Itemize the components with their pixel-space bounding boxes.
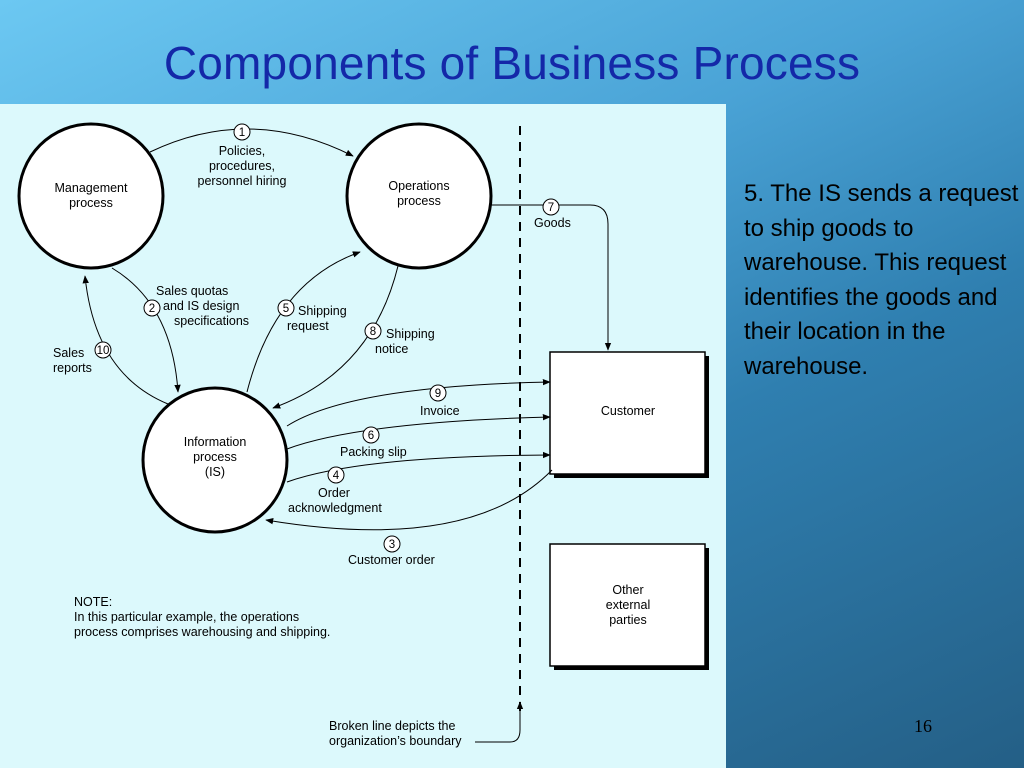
- svg-text:10: 10: [97, 345, 110, 357]
- svg-text:6: 6: [368, 430, 374, 442]
- svg-text:Shipping: Shipping: [386, 327, 435, 341]
- flow-6-badge: 6: [362, 426, 380, 444]
- flow-3-arrow: [265, 469, 553, 531]
- svg-text:procedures,: procedures,: [209, 159, 275, 173]
- flow-5-badge: 5: [277, 299, 295, 317]
- flow-1-label: Policies, procedures, personnel hiring: [198, 144, 287, 188]
- flow-10-badge: 10: [94, 341, 112, 359]
- svg-text:1: 1: [239, 127, 245, 139]
- svg-text:notice: notice: [375, 342, 408, 356]
- other-label-line-2: external: [606, 598, 650, 612]
- svg-text:9: 9: [435, 388, 441, 400]
- operations-process-node: Operations process: [345, 122, 493, 270]
- page-number: 16: [914, 716, 932, 736]
- business-process-diagram: Management process Operations process In…: [0, 104, 726, 768]
- boundary-note: Broken line depicts the organization’s b…: [329, 719, 462, 748]
- slide-title: Components of Business Process: [163, 37, 861, 89]
- information-label-line-2: process: [193, 450, 237, 464]
- svg-text:Sales quotas: Sales quotas: [156, 284, 228, 298]
- management-label-line-2: process: [69, 196, 113, 210]
- flow-6-arrow: [286, 413, 551, 450]
- svg-text:and IS design: and IS design: [163, 299, 239, 313]
- flow-9-arrow: [286, 378, 551, 427]
- management-process-node: Management process: [17, 122, 165, 270]
- svg-text:Invoice: Invoice: [420, 404, 460, 418]
- svg-text:2: 2: [149, 303, 155, 315]
- other-label-line-3: parties: [609, 613, 647, 627]
- flow-1-badge: 1: [233, 123, 251, 141]
- flow-2-label: Sales quotas and IS design specification…: [156, 284, 249, 328]
- information-process-node: Information process (IS): [141, 386, 289, 534]
- flow-8-arrow: [272, 265, 399, 409]
- other-label-line-1: Other: [612, 583, 643, 597]
- customer-node: Customer: [549, 351, 709, 478]
- boundary-note-arrow: [475, 701, 524, 743]
- flow-9-label: Invoice: [420, 404, 460, 418]
- flow-4-badge: 4: [327, 466, 345, 484]
- flow-4-arrow: [286, 451, 551, 483]
- svg-text:Customer order: Customer order: [348, 553, 435, 567]
- note-line-1: In this particular example, the operatio…: [74, 610, 299, 624]
- flow-2-badge: 2: [143, 299, 161, 317]
- boundary-note-line-1: Broken line depicts the: [329, 719, 456, 733]
- flow-6-label: Packing slip: [340, 445, 407, 459]
- flow-3-badge: 3: [383, 535, 401, 553]
- diagram-note: NOTE: In this particular example, the op…: [74, 595, 330, 639]
- operations-label-line-2: process: [397, 194, 441, 208]
- flow-7-label: Goods: [534, 216, 571, 230]
- customer-label: Customer: [601, 404, 655, 418]
- svg-text:4: 4: [333, 470, 340, 482]
- flow-5-label: Shipping request: [287, 304, 347, 333]
- svg-text:reports: reports: [53, 361, 92, 375]
- svg-text:acknowledgment: acknowledgment: [288, 501, 382, 515]
- flow-3-label: Customer order: [348, 553, 435, 567]
- information-label-line-3: (IS): [205, 465, 225, 479]
- other-external-parties-node: Other external parties: [549, 543, 709, 670]
- svg-text:Policies,: Policies,: [219, 144, 266, 158]
- management-label-line-1: Management: [55, 181, 128, 195]
- svg-text:specifications: specifications: [174, 314, 249, 328]
- flow-8-label: Shipping notice: [375, 327, 435, 356]
- note-line-2: process comprises warehousing and shippi…: [74, 625, 330, 639]
- step-description-text: 5. The IS sends a request to ship goods …: [744, 180, 1019, 380]
- svg-text:Shipping: Shipping: [298, 304, 347, 318]
- flow-4-label: Order acknowledgment: [288, 486, 382, 515]
- flow-7-badge: 7: [542, 198, 560, 216]
- svg-text:Order: Order: [318, 486, 350, 500]
- flow-10-label: Sales reports: [53, 346, 92, 375]
- flow-2-arrow: [111, 267, 181, 393]
- boundary-note-line-2: organization’s boundary: [329, 734, 462, 748]
- svg-text:request: request: [287, 319, 329, 333]
- flow-10-arrow: [82, 275, 169, 405]
- svg-text:Goods: Goods: [534, 216, 571, 230]
- svg-text:5: 5: [283, 303, 289, 315]
- svg-text:Sales: Sales: [53, 346, 84, 360]
- flow-7-arrow: [491, 204, 612, 351]
- information-label-line-1: Information: [184, 435, 247, 449]
- flow-9-badge: 9: [429, 384, 447, 402]
- svg-text:3: 3: [389, 539, 395, 551]
- flow-1-arrow: [149, 128, 354, 157]
- operations-label-line-1: Operations: [388, 179, 449, 193]
- svg-text:7: 7: [548, 202, 554, 214]
- flow-8-badge: 8: [364, 322, 382, 340]
- svg-text:Packing slip: Packing slip: [340, 445, 407, 459]
- note-heading: NOTE:: [74, 595, 112, 609]
- svg-text:8: 8: [370, 326, 376, 338]
- svg-text:personnel hiring: personnel hiring: [198, 174, 287, 188]
